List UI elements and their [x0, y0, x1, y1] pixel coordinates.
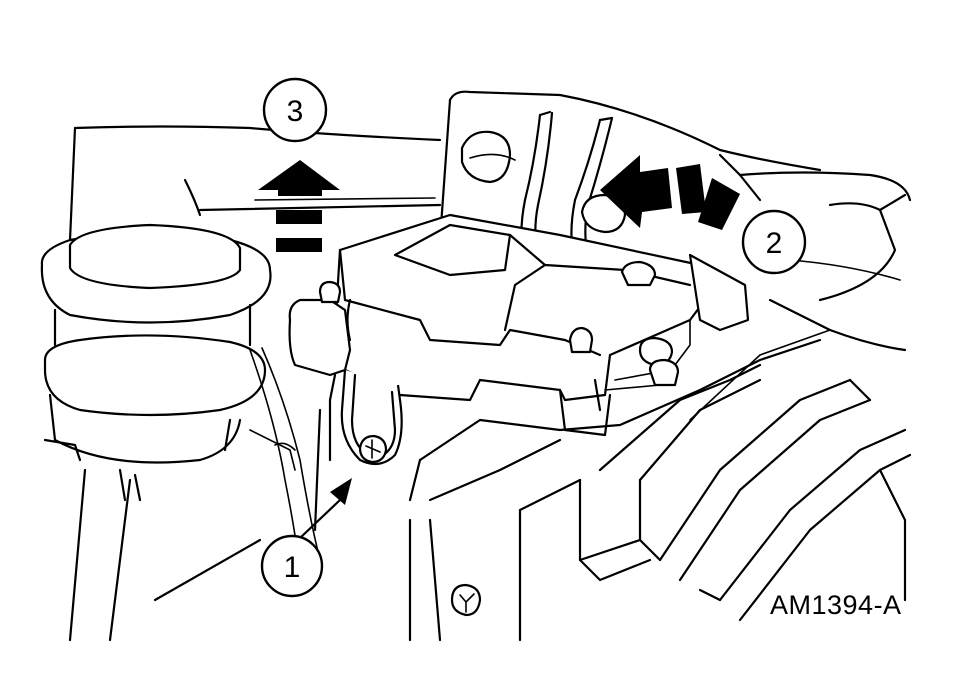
mounting-bracket — [313, 369, 403, 532]
figure-reference-code: AM1394-A — [770, 590, 902, 620]
lift-arrow — [258, 160, 340, 252]
callout-3: 3 — [262, 77, 328, 143]
svg-text:3: 3 — [287, 95, 304, 128]
callout-1-leader — [298, 478, 352, 540]
svg-text:1: 1 — [284, 551, 301, 584]
reservoir-cap — [40, 223, 321, 571]
abs-module[interactable] — [288, 213, 750, 437]
brake-lines — [460, 110, 627, 247]
lower-housing — [408, 329, 912, 642]
callout-2: 2 — [741, 209, 807, 275]
engine-bay-background — [68, 90, 912, 352]
lower-frame — [68, 429, 296, 642]
slide-arrow — [600, 155, 740, 230]
svg-text:2: 2 — [766, 227, 783, 260]
callout-1: 1 — [260, 534, 324, 598]
